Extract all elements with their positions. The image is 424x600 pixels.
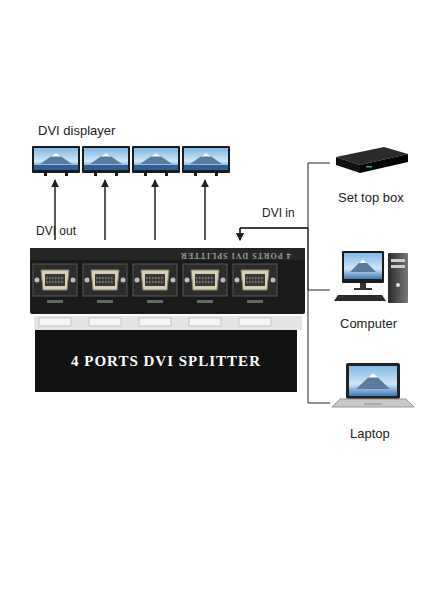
port-shadow: [239, 318, 271, 326]
wire-label: DVI in: [262, 206, 295, 220]
node-label: Laptop: [350, 427, 390, 441]
splitter-device: 4 PORTS DVI SPLITTER 4 PORTS DVI SPLITTER: [30, 240, 306, 392]
signal-connector: [104, 180, 106, 240]
wire-label: DVI out: [36, 224, 76, 238]
dvi-port: [83, 264, 127, 303]
port-shadow: [189, 318, 221, 326]
port-shadow: [39, 318, 71, 326]
device-front-label: 4 PORTS DVI SPLITTER: [35, 330, 297, 392]
dvi-port: [133, 264, 177, 303]
signal-connector: [204, 180, 206, 240]
monitor-icon: [32, 146, 80, 176]
dvi-port: [183, 264, 227, 303]
port-shadow: [139, 318, 171, 326]
laptop-icon: [332, 363, 414, 407]
signal-connector: [54, 180, 56, 240]
node-label: DVI displayer: [38, 124, 115, 138]
signal-connector: [240, 228, 330, 290]
node-illustration: [30, 240, 306, 392]
monitor-icon: [182, 146, 230, 176]
node-label: Set top box: [338, 191, 404, 205]
source-device: Computer: [330, 245, 416, 335]
monitor-icon: [132, 146, 180, 176]
signal-connector: [154, 180, 156, 240]
splitter-front-panel: [35, 330, 297, 392]
dvi-port: [33, 264, 77, 303]
node-label: Computer: [340, 317, 397, 331]
set-top-box-icon: [336, 147, 408, 173]
signal-connector: [240, 228, 330, 403]
display-group: DVI displayer: [30, 122, 234, 180]
splitter-underside: [34, 316, 302, 330]
monitor-icon: [82, 146, 130, 176]
computer-icon: [334, 251, 408, 303]
signal-connector: [240, 163, 330, 240]
device-top-print: 4 PORTS DVI SPLITTER: [180, 250, 291, 259]
port-shadow: [89, 318, 121, 326]
source-device: Laptop: [330, 355, 420, 445]
source-device: Set top box: [330, 135, 412, 210]
splitter-body: [30, 248, 305, 314]
dvi-port: [233, 264, 277, 303]
